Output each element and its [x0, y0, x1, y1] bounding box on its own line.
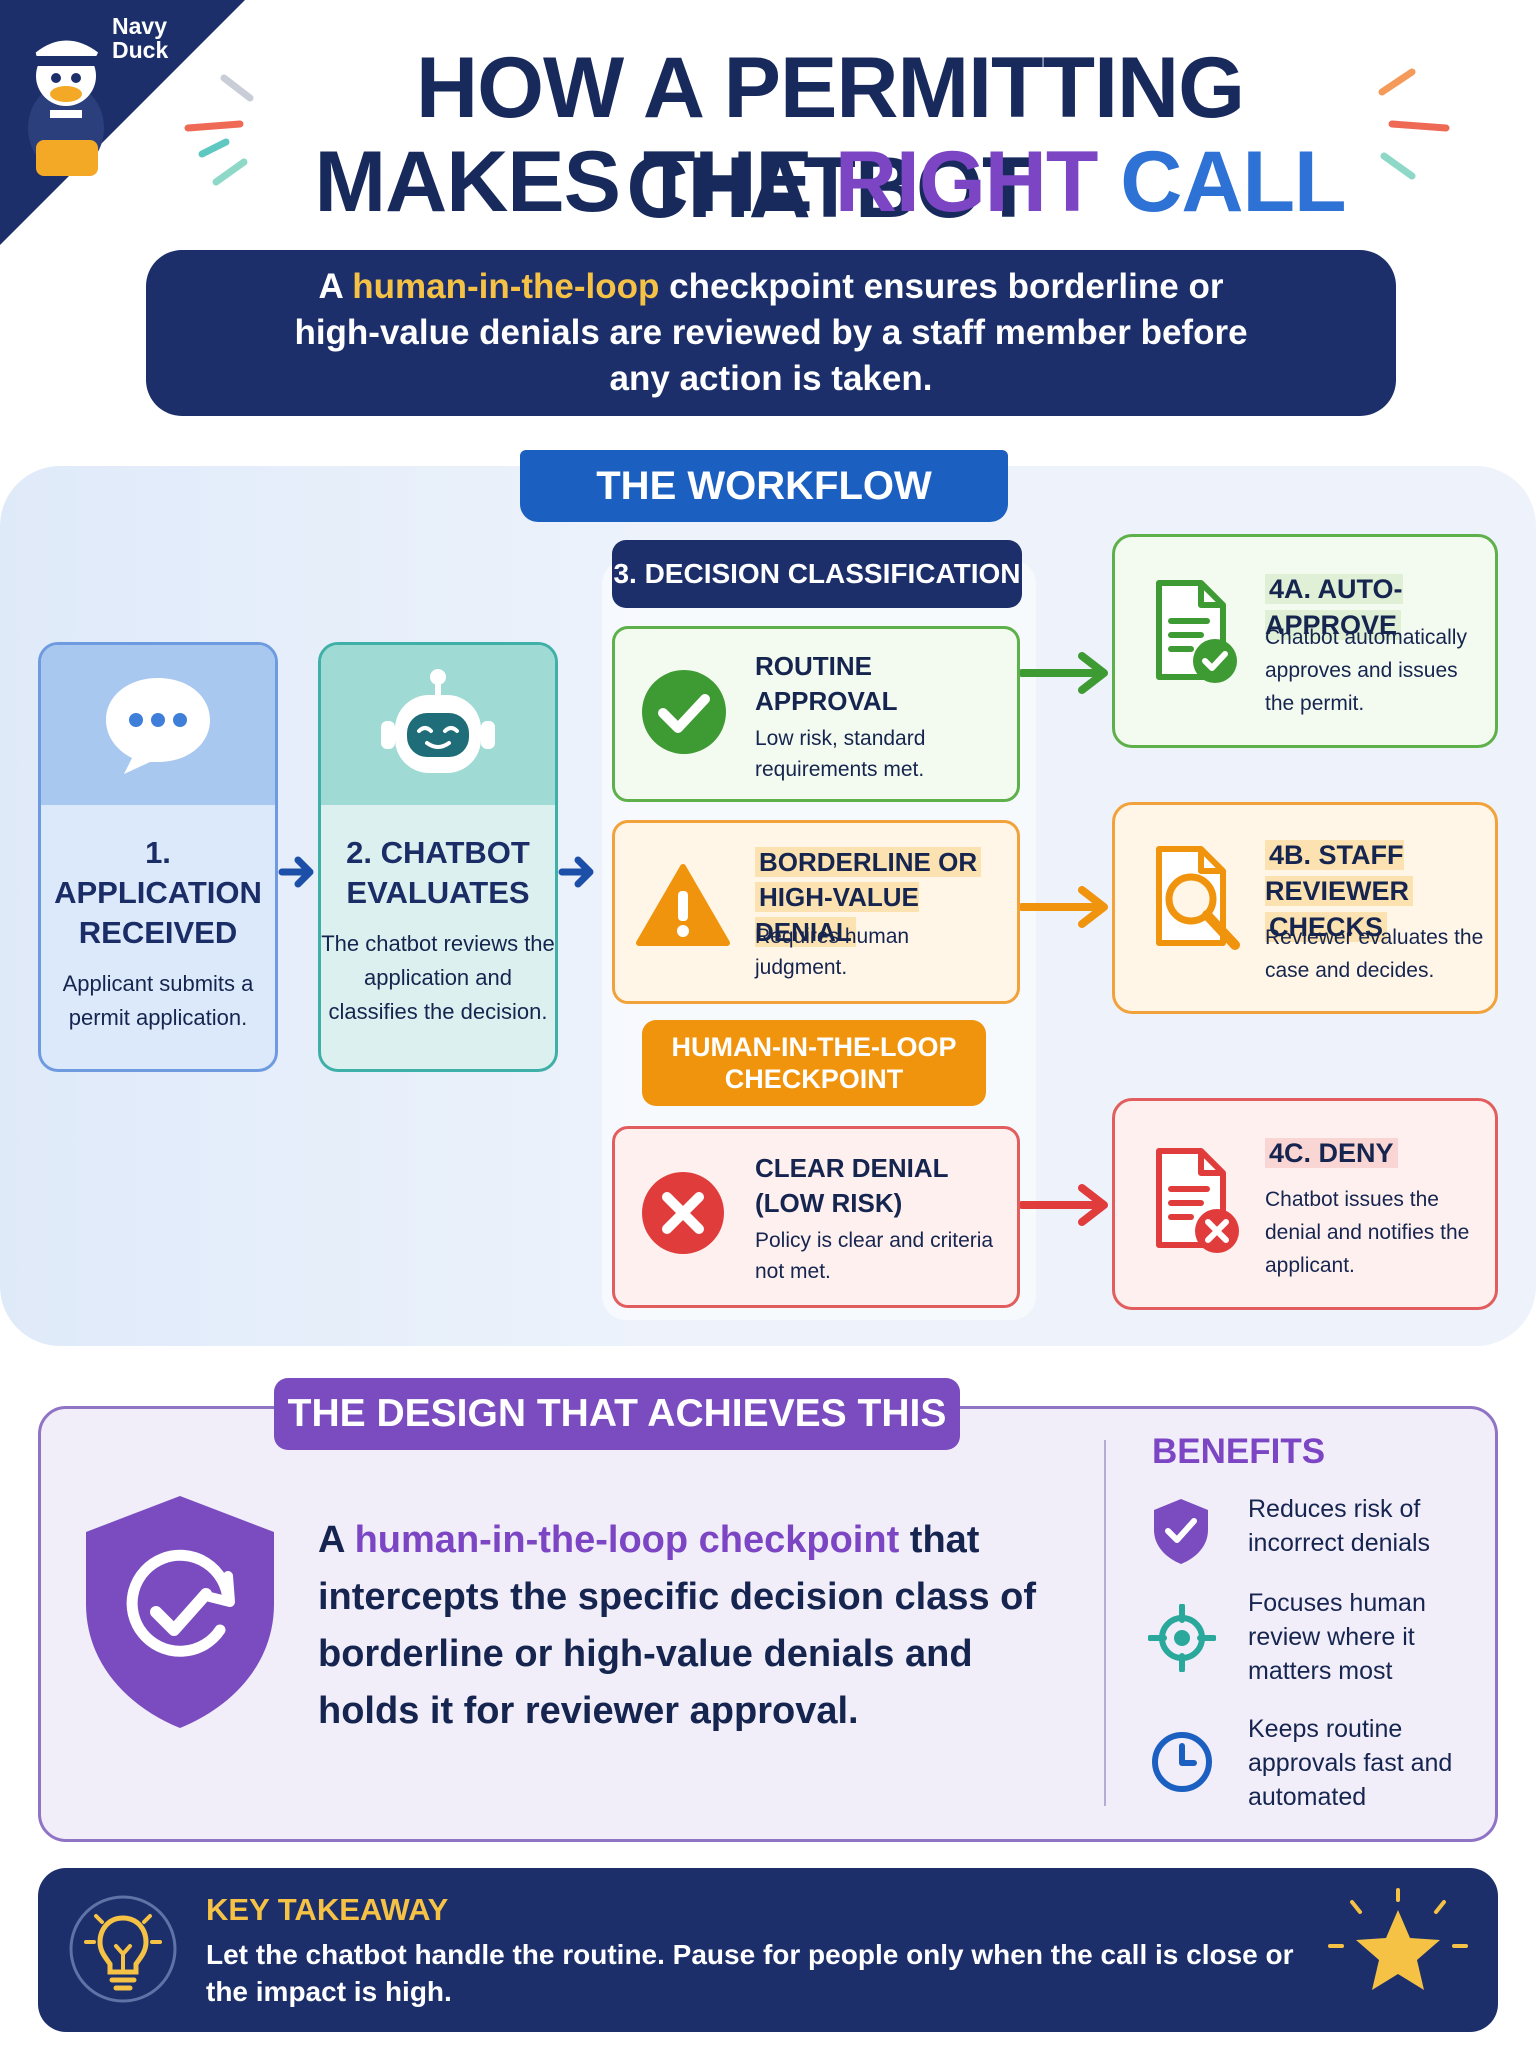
option-text: Requires human judgment. — [755, 925, 910, 979]
sparkle-lines-right-icon — [1378, 68, 1450, 180]
robot-icon — [381, 669, 495, 773]
design-description: A human-in-the-loop checkpoint that inte… — [318, 1519, 1037, 1732]
intro-banner: A human-in-the-loop checkpoint ensures b… — [146, 250, 1396, 416]
star-icon — [1328, 1888, 1468, 1990]
option-text: Policy is clear and criteria not met. — [755, 1229, 994, 1283]
step-title: 2. CHATBOT EVALUATES — [346, 835, 530, 910]
step-title: 1. APPLICATION RECEIVED — [54, 835, 262, 950]
x-circle-icon — [642, 1172, 724, 1254]
warning-triangle-icon — [636, 864, 730, 946]
arrow-right-orange-icon — [1020, 886, 1108, 928]
outcome-title: 4A. AUTO-APPROVE — [1265, 574, 1403, 640]
option-text: Low risk, standard requirements met. — [755, 727, 926, 781]
intro-text: A human-in-the-loop checkpoint ensures b… — [294, 267, 1248, 398]
document-search-icon — [1156, 846, 1240, 950]
step-chatbot-evaluates: 2. CHATBOT EVALUATES The chatbot reviews… — [318, 642, 558, 1072]
document-check-icon — [1156, 580, 1237, 683]
benefit-item-keeps-fast: Keeps routine approvals fast and automat… — [1248, 1715, 1453, 1811]
shield-refresh-check-icon — [86, 1496, 274, 1728]
page-title-line-1: HOW A PERMITTING CHATBOT — [415, 40, 1245, 236]
duck-mascot-icon — [28, 37, 104, 176]
arrow-right-icon — [558, 856, 594, 888]
benefit-item-focuses-review: Focuses human review where it matters mo… — [1248, 1589, 1426, 1685]
workflow-heading: THE WORKFLOW — [520, 450, 1008, 522]
target-icon — [1148, 1604, 1216, 1672]
outcome-deny: 4C. DENY Chatbot issues the denial and n… — [1112, 1098, 1498, 1310]
key-takeaway-title: KEY TAKEAWAY — [206, 1892, 449, 1927]
arrow-right-red-icon — [1020, 1184, 1108, 1226]
check-circle-icon — [642, 670, 726, 754]
outcome-text: Chatbot automatically approves and issue… — [1265, 626, 1467, 715]
document-x-icon — [1156, 1148, 1239, 1253]
brand-name: Navy Duck — [112, 13, 169, 63]
page-title-line-2: MAKES THE RIGHT CALL — [314, 134, 1346, 230]
arrow-right-icon — [278, 856, 314, 888]
step-application-received: 1. APPLICATION RECEIVED Applicant submit… — [38, 642, 278, 1072]
arrow-right-green-icon — [1020, 652, 1108, 694]
shield-check-icon — [1154, 1499, 1208, 1564]
chat-bubble-icon — [106, 678, 210, 774]
design-heading: THE DESIGN THAT ACHIEVES THIS — [274, 1378, 960, 1450]
benefits-heading: BENEFITS — [1152, 1432, 1326, 1471]
outcome-auto-approve: 4A. AUTO-APPROVE Chatbot automatically a… — [1112, 534, 1498, 748]
option-clear-denial: CLEAR DENIAL(LOW RISK) Policy is clear a… — [612, 1126, 1020, 1308]
benefit-item-reduces-risk: Reduces risk of incorrect denials — [1248, 1495, 1431, 1557]
human-in-the-loop-checkpoint-badge: HUMAN-IN-THE-LOOP CHECKPOINT — [642, 1020, 986, 1106]
key-takeaway-text: Let the chatbot handle the routine. Paus… — [206, 1939, 1294, 2007]
option-title: CLEAR DENIAL(LOW RISK) — [755, 1153, 949, 1218]
key-takeaway-banner — [38, 1868, 1498, 2032]
lightbulb-icon — [69, 1895, 177, 2003]
outcome-text: Chatbot issues the denial and notifies t… — [1265, 1188, 1470, 1277]
decision-classification-heading: 3. DECISION CLASSIFICATION — [612, 540, 1022, 608]
outcome-text: Reviewer evaluates the case and decides. — [1265, 926, 1484, 982]
step-text: Applicant submits a permit application. — [62, 971, 254, 1030]
step-text: The chatbot reviews the application and … — [321, 931, 555, 1024]
benefits-divider — [1104, 1440, 1106, 1806]
corner-badge — [0, 0, 245, 245]
clock-icon — [1152, 1732, 1212, 1792]
outcome-title: 4C. DENY — [1265, 1135, 1398, 1171]
sparkle-lines-left-icon — [184, 74, 254, 186]
